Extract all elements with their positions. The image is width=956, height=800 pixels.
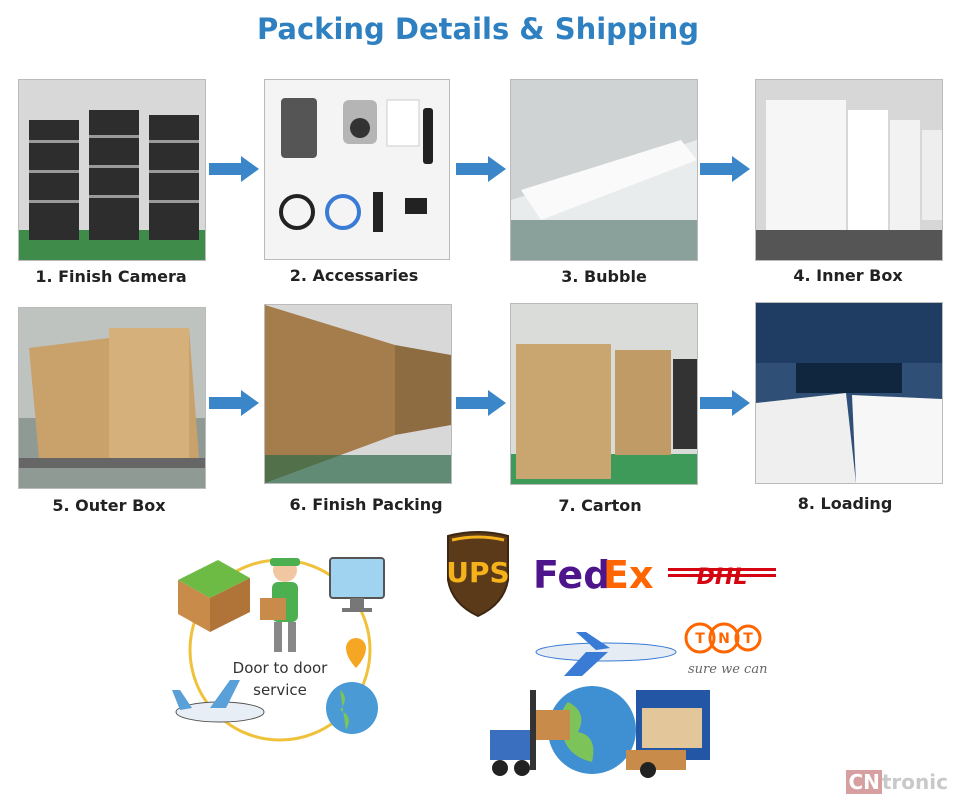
box-icon	[178, 560, 250, 632]
watermark-rest: tronic	[881, 770, 948, 794]
step-label-5: 5. Outer Box	[52, 496, 166, 515]
service-line-1: Door to door	[232, 659, 328, 677]
carton-image	[511, 304, 697, 484]
step-label-1: 1. Finish Camera	[35, 267, 187, 286]
logistics-illustration	[490, 632, 710, 778]
monitor-icon	[329, 557, 385, 612]
photo-inner-box	[755, 79, 943, 261]
watermark-cn: CN	[846, 770, 882, 794]
inner-box-image	[756, 80, 942, 260]
truck-icon	[626, 690, 710, 778]
svg-text:N: N	[718, 631, 730, 647]
step-label-6: 6. Finish Packing	[289, 495, 443, 514]
step-label-8: 8. Loading	[797, 494, 893, 513]
door-to-door-illustration	[172, 557, 385, 742]
photo-bubble	[510, 79, 698, 261]
service-text: Door to door service	[220, 657, 340, 701]
photo-outer-box	[18, 307, 206, 489]
arrow-right-icon	[209, 156, 259, 182]
arrow-right-icon	[209, 390, 259, 416]
service-line-2: service	[253, 681, 307, 699]
arrow-right-icon	[700, 156, 750, 182]
globe-location-icon	[326, 638, 378, 734]
page-title: Packing Details & Shipping	[256, 12, 700, 46]
fedex-logo: Fed Ex	[533, 553, 653, 596]
tnt-logo: T N T	[684, 622, 762, 654]
svg-text:T: T	[695, 631, 705, 647]
photo-finish-packing	[264, 304, 452, 484]
step-label-7: 7. Carton	[558, 496, 642, 515]
photo-loading	[755, 302, 943, 484]
forklift-icon	[490, 690, 570, 776]
svg-text:T: T	[743, 631, 753, 647]
ups-logo: UPS	[446, 531, 510, 618]
arrow-right-icon	[700, 390, 750, 416]
step-label-3: 3. Bubble	[561, 267, 647, 286]
arrow-right-icon	[456, 390, 506, 416]
finish-packing-image	[265, 305, 451, 483]
photo-finish-camera	[18, 79, 206, 261]
fedex-ex-text: Ex	[603, 553, 653, 596]
dhl-text: DHL	[697, 565, 748, 590]
bubble-image	[511, 80, 697, 260]
courier-person-icon	[260, 558, 300, 652]
photo-carton	[510, 303, 698, 485]
jet-airplane-icon	[535, 632, 677, 676]
camera-shelves-image	[19, 80, 205, 260]
airplane-icon	[172, 680, 265, 723]
fedex-fed-text: Fed	[533, 553, 610, 596]
photo-accessaries	[264, 79, 450, 260]
dhl-logo: DHL	[668, 565, 776, 590]
ups-text: UPS	[446, 556, 509, 589]
loading-image	[756, 303, 942, 483]
outer-box-image	[19, 308, 205, 488]
step-label-2: 2. Accessaries	[289, 266, 419, 285]
step-label-4: 4. Inner Box	[793, 266, 903, 285]
accessaries-image	[265, 80, 449, 259]
arrow-right-icon	[456, 156, 506, 182]
tnt-tagline: sure we can	[688, 662, 768, 677]
